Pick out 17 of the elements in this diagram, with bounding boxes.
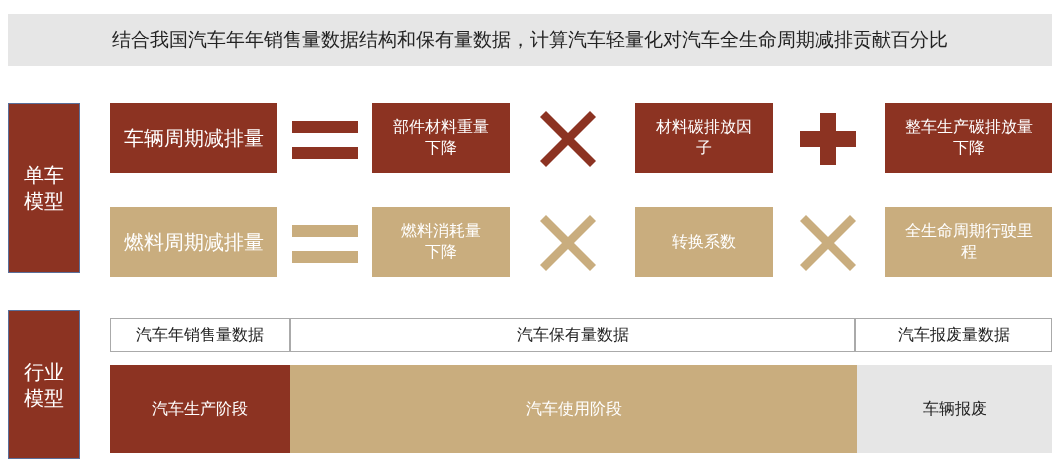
stage-bar: 汽车使用阶段	[290, 365, 857, 453]
stage-bar: 车辆报废	[857, 365, 1052, 453]
factor-box: 部件材料重量下降	[372, 103, 510, 173]
title: 结合我国汽车年年销售量数据结构和保有量数据，计算汽车轻量化对汽车全生命周期减排贡献百分比	[112, 27, 948, 52]
header-cell: 汽车保有量数据	[290, 318, 855, 352]
factor-box: 全生命周期行驶里程	[885, 207, 1052, 277]
model-label-box: 单车模型	[8, 103, 80, 273]
factor-box: 整车生产碳排放量下降	[885, 103, 1052, 173]
result-box: 车辆周期减排量	[110, 103, 277, 173]
stage-bar: 汽车生产阶段	[110, 365, 290, 453]
factor-box: 燃料消耗量下降	[372, 207, 510, 277]
factor-box: 转换系数	[635, 207, 773, 277]
header-cell: 汽车报废量数据	[855, 318, 1052, 352]
factor-box: 材料碳排放因子	[635, 103, 773, 173]
header-cell: 汽车年销售量数据	[110, 318, 290, 352]
model-label-box: 行业模型	[8, 310, 80, 459]
result-box: 燃料周期减排量	[110, 207, 277, 277]
